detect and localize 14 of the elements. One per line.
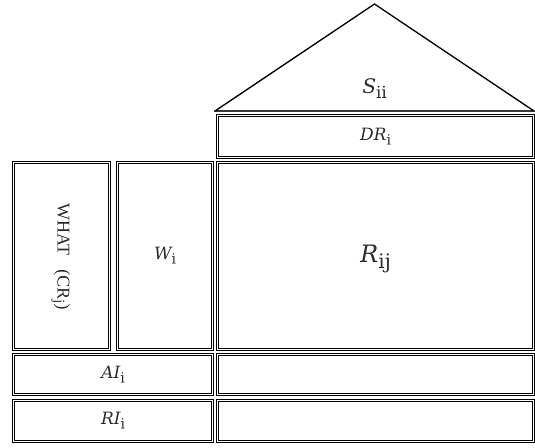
label: W$_{i}$ <box>154 244 176 268</box>
row-panel <box>216 399 535 443</box>
label: AI$_{i}$ <box>101 362 125 386</box>
label: DR$_{i}$ <box>360 124 391 148</box>
weights-column <box>116 161 214 351</box>
row-panel <box>216 353 535 396</box>
row-panel <box>12 399 214 443</box>
relationship-matrix <box>216 161 535 351</box>
technical-requirements-row <box>216 114 535 159</box>
correlation-label: S$_{ii}$ <box>361 74 388 102</box>
label: R$_{ij}$ <box>360 240 391 272</box>
row-panel <box>12 353 214 396</box>
label: RI$_{i}$ <box>100 409 126 433</box>
customer-requirements-column <box>12 161 111 351</box>
